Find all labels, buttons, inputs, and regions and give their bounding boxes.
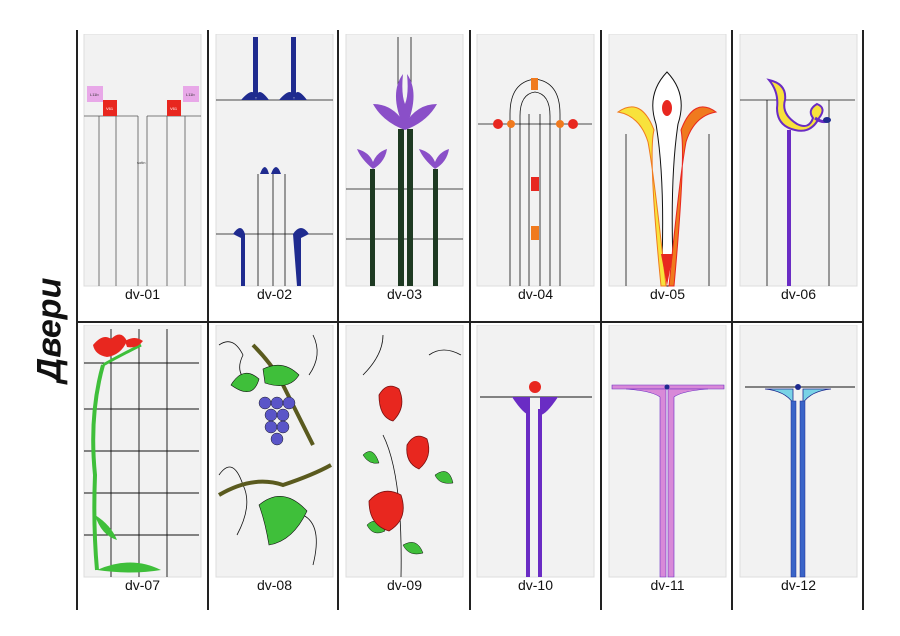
grid-line-v1 [207, 30, 209, 610]
note-l2: V61 [106, 106, 114, 111]
design-panel-dv-10[interactable]: dv-10 [474, 325, 597, 593]
design-label: dv-05 [649, 286, 686, 302]
design-panel-dv-06[interactable]: dv-06 [737, 34, 860, 302]
design-panel-dv-11[interactable]: dv-11 [606, 325, 729, 593]
design-label: dv-10 [517, 577, 554, 593]
design-panel-dv-04[interactable]: dv-04 [474, 34, 597, 302]
design-label: dv-11 [650, 577, 685, 593]
design-panel-dv-07[interactable]: dv-07 [81, 325, 204, 593]
design-panel-dv-03[interactable]: dv-03 [343, 34, 466, 302]
design-panel-dv-12[interactable]: dv-12 [737, 325, 860, 593]
grid-line-right [862, 30, 864, 610]
note-r2: V61 [170, 106, 178, 111]
note-mid: sotin [137, 160, 145, 165]
vertical-title: Двери [20, 255, 80, 405]
grid-line-left [76, 30, 78, 610]
design-label: dv-06 [780, 286, 817, 302]
design-panel-dv-09[interactable]: dv-09 [343, 325, 466, 593]
grid-line-v5 [731, 30, 733, 610]
note-r1: L11b [186, 92, 195, 97]
design-panel-dv-05[interactable]: dv-05 [606, 34, 729, 302]
design-label: dv-08 [256, 577, 293, 593]
design-panel-dv-02[interactable]: dv-02 [213, 34, 336, 302]
design-label: dv-02 [256, 286, 293, 302]
design-label: dv-03 [386, 286, 423, 302]
grid-line-v4 [600, 30, 602, 610]
design-label: dv-12 [780, 577, 817, 593]
design-label: dv-04 [517, 286, 554, 302]
note-l1: L11b [90, 92, 99, 97]
design-panel-dv-01[interactable]: L11b L11b V61 V61 sotin dv-01 [81, 34, 204, 302]
grid-line-middle [76, 321, 864, 323]
design-panel-dv-08[interactable]: dv-08 [213, 325, 336, 593]
grid-line-v3 [469, 30, 471, 610]
design-label: dv-01 [124, 286, 161, 302]
grid-line-v2 [337, 30, 339, 610]
design-label: dv-07 [124, 577, 161, 593]
title-text: Двери [30, 277, 69, 383]
design-label: dv-09 [386, 577, 423, 593]
